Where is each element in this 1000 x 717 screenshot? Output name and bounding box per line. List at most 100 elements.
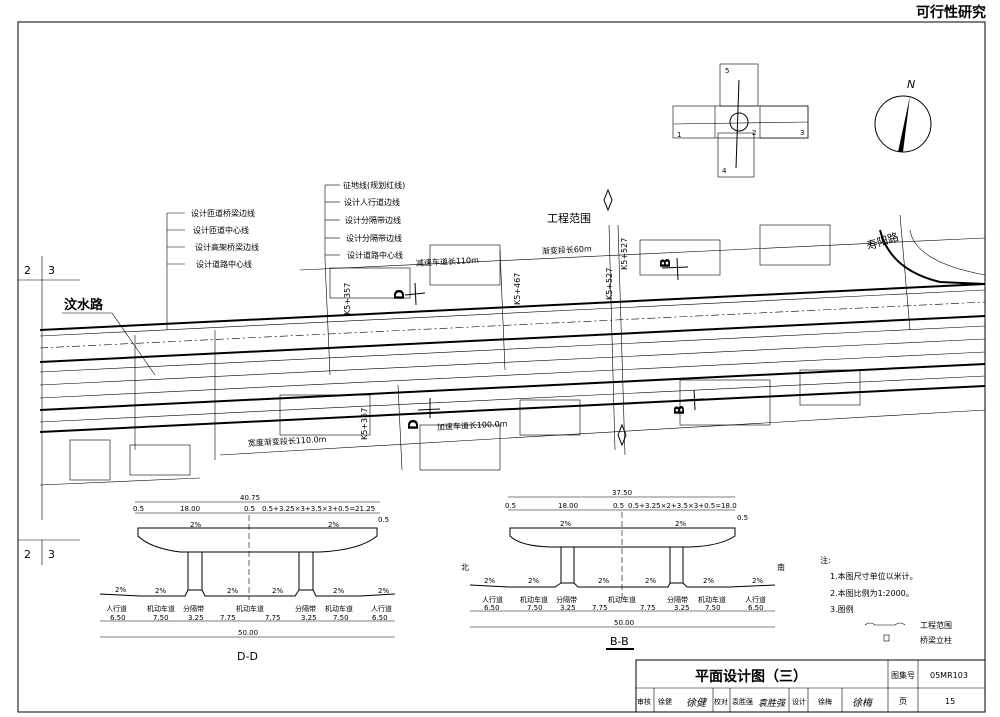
- drawing-frame: [17, 21, 986, 713]
- svg-text:40.75: 40.75: [240, 494, 260, 502]
- svg-text:2%: 2%: [645, 577, 656, 585]
- svg-text:设计: 设计: [792, 697, 806, 706]
- svg-text:人行道: 人行道: [482, 595, 503, 604]
- svg-text:D-D: D-D: [237, 650, 258, 663]
- svg-text:6.50: 6.50: [110, 614, 126, 622]
- leader-labels-right: 征地线(规划红线) 设计人行道边线 设计分隔带边线 设计分隔带边线 设计道路中心…: [324, 180, 405, 260]
- svg-text:桥梁立柱: 桥梁立柱: [920, 635, 952, 645]
- svg-text:人行道: 人行道: [106, 604, 127, 613]
- svg-text:7.50: 7.50: [705, 604, 721, 612]
- svg-text:2%: 2%: [752, 577, 763, 585]
- designer-signature: 徐梅: [852, 697, 874, 709]
- svg-text:分隔带: 分隔带: [295, 604, 316, 613]
- svg-text:B-B: B-B: [610, 635, 629, 648]
- svg-text:设计道路中心线: 设计道路中心线: [196, 259, 252, 269]
- svg-text:2%: 2%: [378, 587, 389, 595]
- svg-text:2%: 2%: [227, 587, 238, 595]
- svg-text:3.25: 3.25: [188, 614, 204, 622]
- svg-text:南: 南: [777, 562, 785, 572]
- svg-text:3.图例: 3.图例: [830, 604, 854, 614]
- svg-text:2%: 2%: [560, 520, 571, 528]
- section-bb: 37.50 0.5 18.00 0.5 0.5+3.25×2+3.5×3+0.5…: [461, 489, 785, 650]
- road-plan: [39, 188, 986, 486]
- svg-text:设计分隔带边线: 设计分隔带边线: [346, 233, 402, 243]
- sheet-index-top: 2 3: [18, 256, 80, 520]
- notes: 注: 1.本图尺寸单位以米计。 2.本图比例为1:2000。 3.图例 工程范围…: [820, 555, 952, 645]
- svg-text:分隔带: 分隔带: [183, 604, 204, 613]
- svg-text:15: 15: [945, 697, 955, 706]
- svg-text:3: 3: [48, 548, 55, 561]
- svg-text:4: 4: [722, 167, 727, 175]
- svg-text:0.5: 0.5: [505, 502, 516, 510]
- svg-text:05MR103: 05MR103: [930, 671, 968, 680]
- svg-text:2: 2: [24, 548, 31, 561]
- reviewer-signature: 徐健: [686, 697, 708, 709]
- svg-text:18.00: 18.00: [180, 505, 200, 513]
- svg-text:2%: 2%: [328, 521, 339, 529]
- svg-text:18.00: 18.00: [558, 502, 578, 510]
- svg-text:3.25: 3.25: [301, 614, 317, 622]
- project-scope-label: 工程范围: [547, 211, 591, 225]
- svg-text:7.75: 7.75: [592, 604, 608, 612]
- svg-text:徐健: 徐健: [658, 697, 672, 706]
- road-name-west: 汶水路: [62, 297, 156, 376]
- sheet-index-bottom: 2 3: [18, 539, 80, 565]
- svg-text:2%: 2%: [484, 577, 495, 585]
- svg-text:机动车道: 机动车道: [147, 604, 175, 613]
- transition-label: 渐变段长60m: [542, 243, 593, 256]
- section-mark-d-bottom: D: [407, 398, 441, 430]
- svg-text:审核: 审核: [637, 697, 651, 706]
- stage-label: 可行性研究: [916, 5, 986, 21]
- svg-text:汶水路: 汶水路: [64, 297, 104, 313]
- svg-text:1.本图尺寸单位以米计。: 1.本图尺寸单位以米计。: [830, 571, 918, 581]
- svg-text:2: 2: [752, 129, 756, 137]
- svg-text:2%: 2%: [675, 520, 686, 528]
- svg-text:设计分隔带边线: 设计分隔带边线: [345, 215, 401, 225]
- svg-text:7.50: 7.50: [153, 614, 169, 622]
- widening-label: 宽度渐变段长110.0m: [248, 434, 327, 448]
- svg-text:设计人行道边线: 设计人行道边线: [344, 197, 400, 207]
- svg-text:设计道路中心线: 设计道路中心线: [347, 250, 403, 260]
- leader-labels-left: 设计匝道桥梁边线 设计匝道中心线 设计高架桥梁边线 设计道路中心线: [166, 208, 259, 330]
- svg-text:2.本图比例为1:2000。: 2.本图比例为1:2000。: [830, 588, 914, 598]
- svg-text:B: B: [659, 258, 674, 268]
- svg-text:6.50: 6.50: [484, 604, 500, 612]
- section-mark-b-bottom: B: [673, 389, 705, 415]
- drawing-title: 平面设计图（三）: [695, 668, 807, 685]
- svg-text:D: D: [393, 289, 408, 300]
- svg-text:2%: 2%: [528, 577, 539, 585]
- svg-text:袁胜强: 袁胜强: [732, 697, 753, 706]
- station-label: K5+527: [605, 268, 614, 300]
- svg-text:设计高架桥梁边线: 设计高架桥梁边线: [195, 242, 259, 252]
- north-arrow: N: [874, 78, 932, 153]
- svg-text:分隔带: 分隔带: [667, 595, 688, 604]
- svg-text:图集号: 图集号: [891, 670, 915, 680]
- svg-text:50.00: 50.00: [614, 619, 634, 627]
- svg-text:D: D: [407, 419, 422, 430]
- road-name-east: 寿阳路: [865, 229, 901, 253]
- svg-text:分隔带: 分隔带: [556, 595, 577, 604]
- svg-text:7.50: 7.50: [527, 604, 543, 612]
- svg-text:7.75: 7.75: [265, 614, 281, 622]
- station-label: K5+467: [513, 273, 522, 305]
- svg-text:6.50: 6.50: [748, 604, 764, 612]
- svg-text:注:: 注:: [820, 555, 831, 565]
- svg-text:0.5+3.25×3+3.5×3+0.5=21.25: 0.5+3.25×3+3.5×3+0.5=21.25: [262, 505, 375, 513]
- svg-text:0.5: 0.5: [613, 502, 624, 510]
- svg-text:设计匝道中心线: 设计匝道中心线: [193, 225, 249, 235]
- svg-text:7.75: 7.75: [220, 614, 236, 622]
- svg-text:2%: 2%: [190, 521, 201, 529]
- project-scope-legend-symbol: [864, 622, 906, 626]
- svg-text:0.5: 0.5: [737, 514, 748, 522]
- svg-text:3.25: 3.25: [674, 604, 690, 612]
- svg-text:3: 3: [800, 129, 804, 137]
- section-dd: 40.75 0.5 18.00 0.5 0.5+3.25×3+3.5×3+0.5…: [99, 494, 396, 663]
- svg-text:0.5: 0.5: [244, 505, 255, 513]
- svg-text:0.5: 0.5: [133, 505, 144, 513]
- svg-text:人行道: 人行道: [371, 604, 392, 613]
- svg-text:机动车道: 机动车道: [325, 604, 353, 613]
- title-block: 平面设计图（三） 图集号 05MR103 页 15 审核 徐健 徐健 校对 袁胜…: [635, 659, 986, 713]
- station-label: K5+357: [343, 283, 352, 315]
- checker-signature: 袁胜强: [758, 698, 786, 709]
- svg-text:50.00: 50.00: [238, 629, 258, 637]
